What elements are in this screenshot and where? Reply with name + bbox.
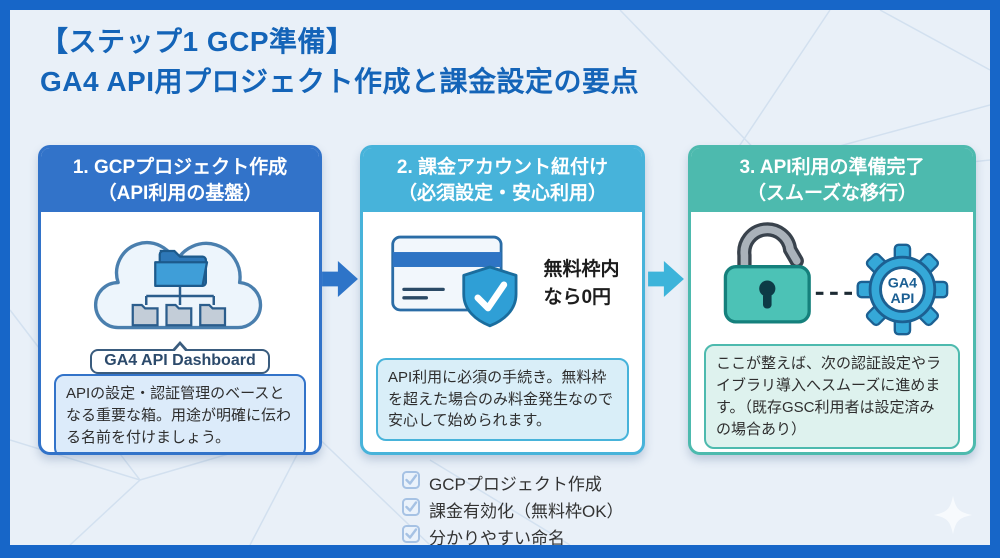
summary-checklist: GCPプロジェクト作成 課金有効化（無料枠OK） xyxy=(402,469,624,545)
checklist-item: 課金有効化（無料枠OK） xyxy=(402,496,624,523)
step2-header-line1: 2. 課金アカウント紐付け xyxy=(396,157,609,178)
step3-description: ここが整えば、次の認証設定やライブラリ導入へスムーズに進めます。（既存GSC利用… xyxy=(704,344,960,450)
gear-label-line1: GA4 xyxy=(888,276,917,292)
checklist-item: GCPプロジェクト作成 xyxy=(402,469,624,496)
step3-header-line1: 3. API利用の準備完了 xyxy=(739,157,925,178)
step2-card: 2. 課金アカウント紐付け （必須設定・安心利用） xyxy=(360,145,645,455)
checklist-item-label: GCPプロジェクト作成 xyxy=(429,475,602,494)
checklist-item: 分かりやすい命名 xyxy=(402,523,624,545)
arrow-right-icon-1 xyxy=(322,260,358,298)
step1-header-line2: （API利用の基盤） xyxy=(97,182,263,204)
page-title-line2: GA4 API用プロジェクト作成と課金設定の要点 xyxy=(40,65,639,97)
step3-card: 3. API利用の準備完了 （スムーズな移行） xyxy=(688,145,976,455)
step1-header-line1: 1. GCPプロジェクト作成 xyxy=(72,157,288,178)
checklist-item-label: 課金有効化（無料枠OK） xyxy=(429,502,624,521)
step1-card: 1. GCPプロジェクト作成 （API利用の基盤） xyxy=(38,145,322,455)
step2-description: API利用に必須の手続き。無料枠を超えた場合のみ料金発生なので安心して始められま… xyxy=(376,357,629,441)
checkbox-checked-icon xyxy=(402,471,420,494)
page-title: 【ステップ1 GCP準備】 GA4 API用プロジェクト作成と課金設定の要点 xyxy=(40,22,639,102)
step1-description: APIの設定・認証管理のベースとなる重要な箱。用途が明確に伝わる名前を付けましょ… xyxy=(54,374,306,452)
cloud-project-icon xyxy=(90,215,270,346)
step3-header: 3. API利用の準備完了 （スムーズな移行） xyxy=(691,148,973,213)
step2-header-line2: （必須設定・安心利用） xyxy=(397,182,607,204)
steps-row: 1. GCPプロジェクト作成 （API利用の基盤） xyxy=(38,145,976,455)
step2-illustration: 無料枠内 なら0円 xyxy=(363,224,642,343)
dashboard-badge-label: GA4 API Dashboard xyxy=(104,352,256,370)
padlock-gear-icon: GA4 API xyxy=(708,221,956,344)
free-tier-callout-line2: なら0円 xyxy=(543,286,612,308)
credit-card-shield-icon xyxy=(385,224,535,343)
infographic-canvas: 【ステップ1 GCP準備】 GA4 API用プロジェクト作成と課金設定の要点 1… xyxy=(10,10,990,545)
free-tier-callout-line1: 無料枠内 xyxy=(543,259,620,281)
sparkle-icon xyxy=(932,494,974,541)
checkbox-checked-icon xyxy=(402,498,420,521)
dashboard-badge: GA4 API Dashboard xyxy=(90,341,270,375)
arrow-right-icon-2 xyxy=(648,260,684,298)
checkbox-checked-icon xyxy=(402,525,420,545)
step2-header: 2. 課金アカウント紐付け （必須設定・安心利用） xyxy=(363,148,642,213)
step3-header-line2: （スムーズな移行） xyxy=(746,182,918,204)
gear-label-line2: API xyxy=(891,291,915,307)
page-title-line1: 【ステップ1 GCP準備】 xyxy=(40,26,355,57)
free-tier-callout: 無料枠内 なら0円 xyxy=(543,256,619,311)
checklist-item-label: 分かりやすい命名 xyxy=(429,529,565,545)
step1-header: 1. GCPプロジェクト作成 （API利用の基盤） xyxy=(41,148,319,213)
